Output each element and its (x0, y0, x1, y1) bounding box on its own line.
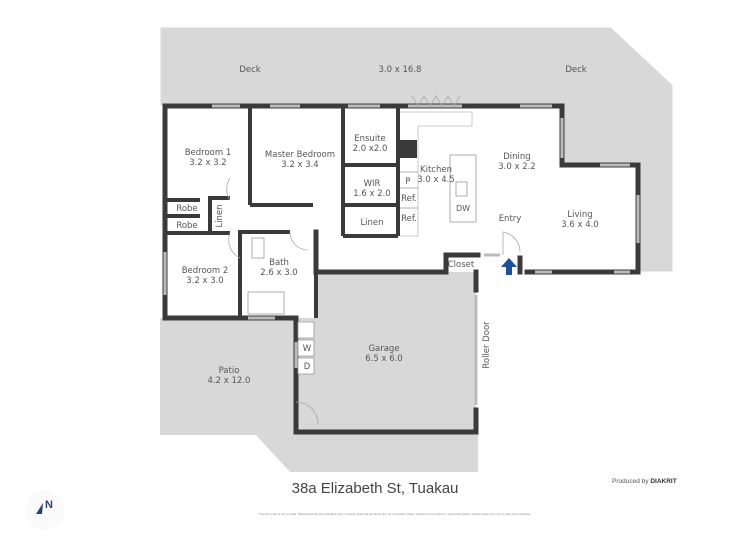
living-size: 3.6 x 4.0 (561, 220, 598, 230)
deck-size-label: 3.0 x 16.8 (379, 65, 422, 75)
garage-size: 6.5 x 6.0 (365, 354, 402, 364)
bedroom1-name: Bedroom 1 (185, 148, 232, 158)
washer (297, 339, 315, 357)
vanity (251, 237, 265, 259)
ref1-label: Ref. (401, 194, 417, 204)
deck-left-label: Deck (239, 65, 260, 75)
dw-label: DW (456, 204, 470, 213)
garage-floor (296, 272, 476, 432)
dryer (297, 357, 315, 375)
patio-name: Patio (219, 366, 240, 376)
bath-size: 2.6 x 3.0 (260, 268, 297, 278)
robe1-label: Robe (176, 204, 197, 214)
disclaimer: The floor plan is not to scale. Measurem… (258, 512, 532, 516)
roller-door-label: Roller Door (482, 321, 492, 369)
kitchen-counter (400, 111, 473, 237)
laundry-sink (297, 321, 315, 339)
wir-name: WIR (364, 179, 381, 189)
north-arrow-icon (36, 503, 43, 514)
entry-arrow-icon (501, 258, 517, 275)
sink-icon (455, 181, 468, 197)
dining-size: 3.0 x 2.2 (498, 162, 535, 172)
dining-name: Dining (503, 152, 530, 162)
washer-label: W (303, 344, 312, 354)
pantry-label: P (405, 177, 410, 187)
closet-label: Closet (448, 260, 475, 270)
address-title: 38a Elizabeth St, Tuakau (291, 480, 459, 497)
entry-label: Entry (499, 214, 522, 224)
house-floor-living (562, 165, 638, 272)
bedroom1-size: 3.2 x 3.2 (189, 158, 226, 168)
master-size: 3.2 x 3.4 (281, 160, 318, 170)
bedroom2-size: 3.2 x 3.0 (186, 276, 223, 286)
bedroom2-name: Bedroom 2 (182, 266, 229, 276)
compass-label: N (45, 499, 53, 511)
compass: N (25, 490, 65, 530)
master-name: Master Bedroom (265, 150, 335, 160)
ref2-label: Ref. (401, 214, 417, 224)
cooktop (400, 140, 417, 158)
living-name: Living (567, 210, 592, 220)
deck-right-label: Deck (565, 65, 586, 75)
kitchen-size: 3.0 x 4.5 (417, 175, 454, 185)
bathtub (247, 291, 285, 315)
wir-size: 1.6 x 2.0 (353, 189, 390, 199)
windows (163, 104, 640, 405)
garage-name: Garage (368, 344, 399, 354)
linen2-label: Linen (360, 218, 383, 228)
kitchen-name: Kitchen (420, 165, 452, 175)
produced-by: Produced by DIAKRIT (612, 478, 677, 485)
patio-size: 4.2 x 12.0 (208, 376, 251, 386)
linen1-label: Linen (215, 204, 225, 227)
ensuite-size: 2.0 x2.0 (353, 144, 388, 154)
produced-by-prefix: Produced by (612, 478, 649, 485)
bath-name: Bath (269, 258, 289, 268)
brand-logo: DIAKRIT (650, 478, 677, 485)
dryer-label: D (304, 362, 311, 372)
robe2-label: Robe (176, 221, 197, 231)
ensuite-name: Ensuite (354, 134, 386, 144)
doors (226, 95, 521, 425)
